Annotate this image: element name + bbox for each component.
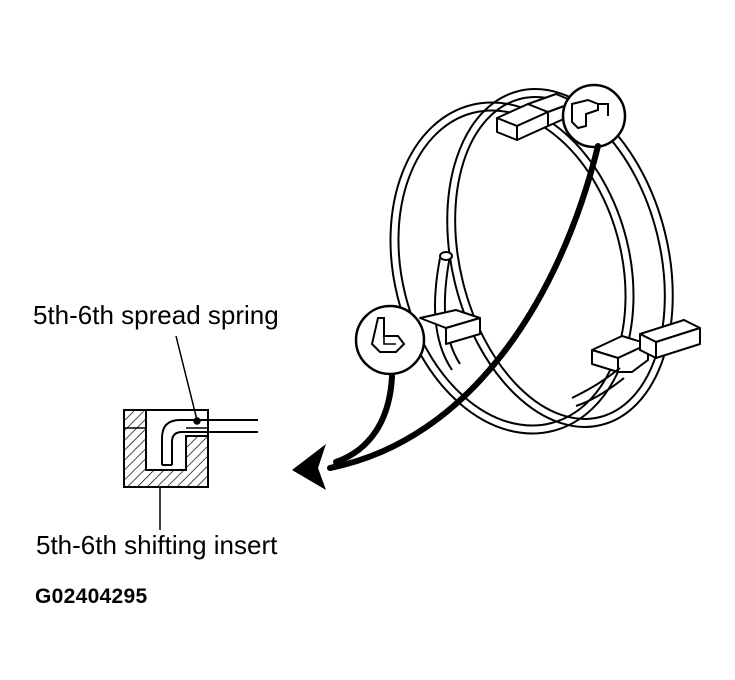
- detail-circle-top: [561, 83, 627, 149]
- synchronizer-ring: [389, 88, 674, 435]
- detail-circle-left: [354, 304, 426, 376]
- right-shifting-insert: [591, 319, 701, 373]
- inner-shifting-insert: [419, 309, 481, 345]
- figure-code: G02404295: [35, 585, 148, 608]
- spread-spring-label: 5th-6th spread spring: [33, 300, 279, 330]
- callout-arrow: [292, 143, 601, 490]
- leader-lines: [159, 335, 201, 530]
- shifting-insert-label: 5th-6th shifting insert: [36, 530, 278, 560]
- cross-section-detail: [123, 409, 258, 488]
